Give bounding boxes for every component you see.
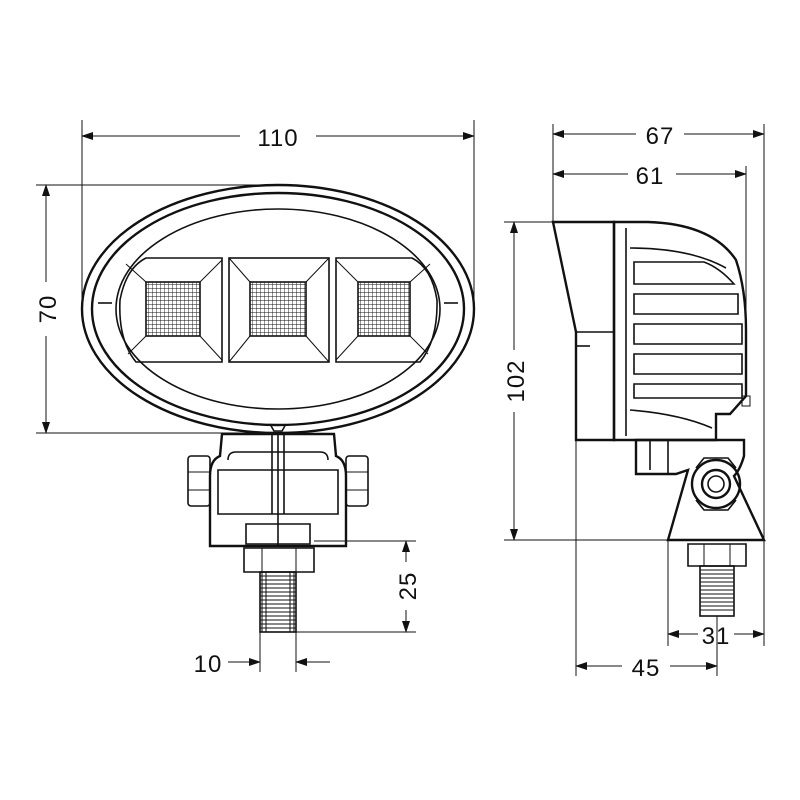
dim-overall-depth-label: 67 — [646, 123, 675, 150]
dim-height-label: 70 — [35, 295, 62, 324]
dim-stud-length: 25 — [296, 540, 422, 633]
dim-mount-back-label: 31 — [702, 623, 731, 650]
dim-stud-length-label: 25 — [395, 572, 422, 601]
dim-side-housing-depth: 61 — [552, 163, 747, 396]
led-module-center — [228, 257, 330, 363]
led-module-left — [119, 257, 223, 363]
side-threaded-stud — [687, 543, 747, 617]
front-view: 110 70 25 10 — [35, 120, 476, 678]
side-lamp-housing — [551, 220, 751, 442]
dim-stud-diameter: 10 — [194, 632, 330, 678]
front-threaded-stud — [259, 571, 297, 633]
dim-front-height: 70 — [35, 184, 278, 434]
dim-side-mount-back: 31 — [667, 540, 765, 650]
dim-width-label: 110 — [257, 125, 298, 152]
dim-side-overall-depth: 67 — [552, 123, 765, 540]
dim-housing-depth-label: 61 — [636, 163, 665, 190]
dim-front-width: 110 — [81, 120, 475, 308]
front-mount-bracket — [187, 432, 369, 573]
side-view: 67 61 102 31 — [503, 123, 766, 682]
dim-mount-front-label: 45 — [632, 655, 661, 682]
dim-stud-diameter-label: 10 — [194, 651, 223, 678]
side-mount-bracket — [634, 438, 766, 542]
dim-side-overall-height: 102 — [503, 221, 668, 541]
dim-side-mount-front: 45 — [575, 440, 718, 682]
dim-overall-height-label: 102 — [503, 359, 530, 402]
led-module-right — [335, 257, 438, 363]
